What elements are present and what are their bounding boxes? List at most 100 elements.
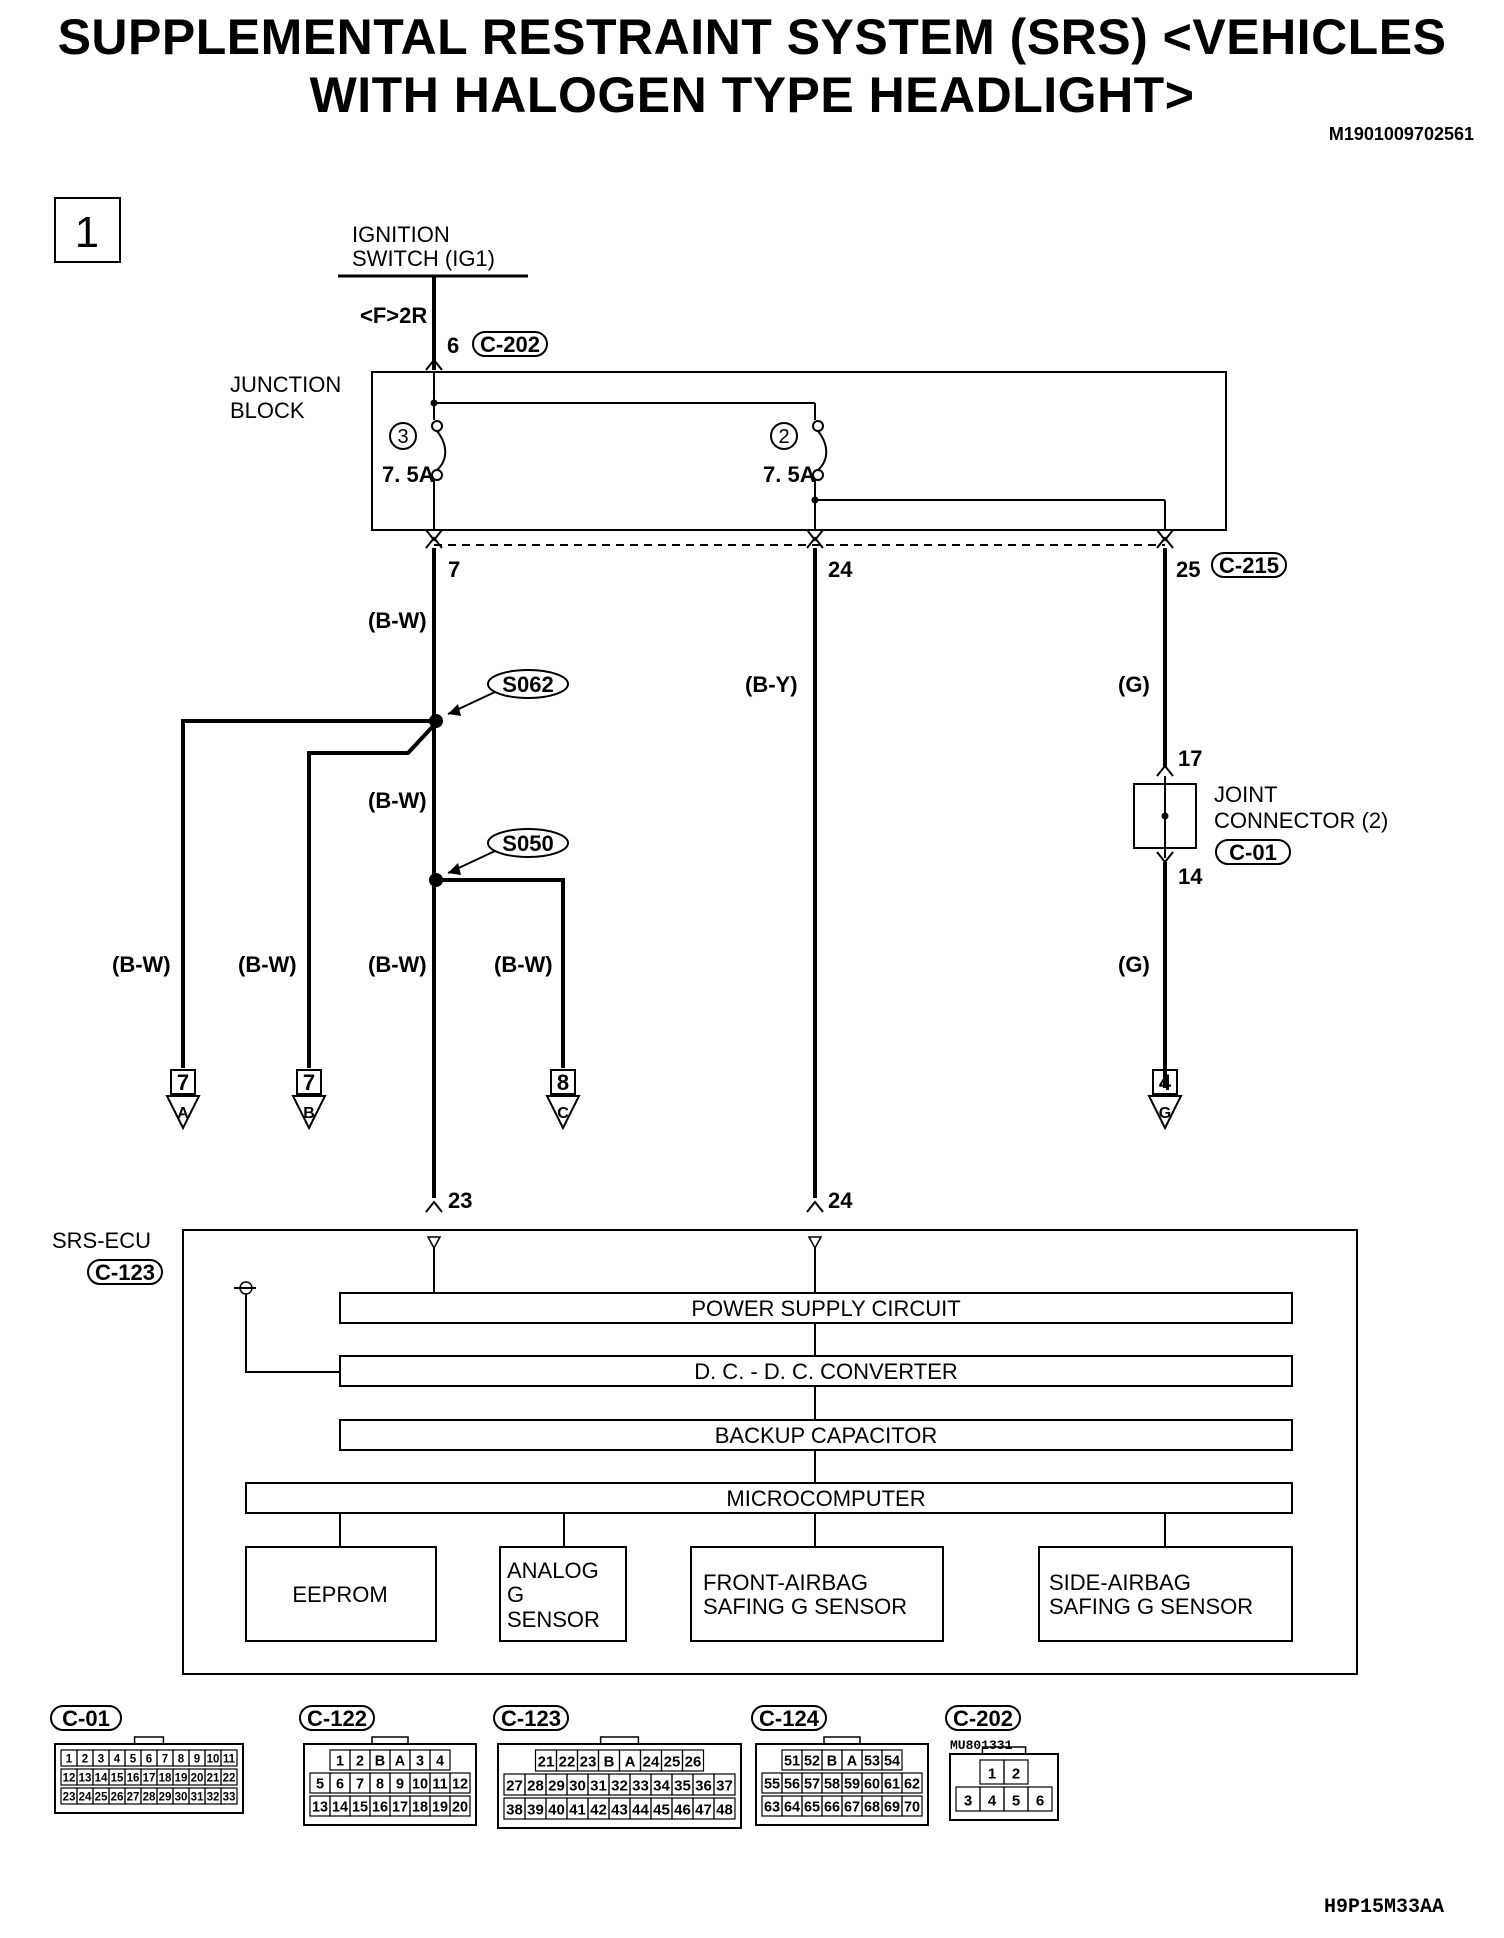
fuse-3-rating: 7. 5A: [382, 462, 435, 487]
connector-pin-label: 24: [643, 1753, 660, 1770]
svg-text:G: G: [1159, 1105, 1171, 1122]
connector-pin-label: 2: [82, 1753, 88, 1765]
connector-pin-label: 3: [98, 1753, 104, 1765]
junction-block-label-2: BLOCK: [230, 398, 305, 423]
connector-pin-label: 30: [569, 1777, 586, 1794]
pin-24-top-label: 24: [828, 557, 853, 582]
connector-pin-label: 65: [804, 1800, 820, 1816]
ignition-label-1: IGNITION: [352, 222, 450, 247]
connector-latch: [981, 1746, 1027, 1755]
analog-g-sensor-block: [499, 1546, 627, 1642]
connector-pin-label: 69: [884, 1800, 900, 1816]
ecu-pin-24-mark: [806, 1200, 824, 1213]
ecu-input-23: [426, 1236, 442, 1250]
connector-pin-label: 31: [191, 1791, 204, 1803]
page-title: SUPPLEMENTAL RESTRAINT SYSTEM (SRS) <VEH…: [0, 8, 1504, 124]
connector-pin-label: 33: [632, 1777, 649, 1794]
connector-pin-label: 25: [95, 1791, 108, 1803]
connector-pin-label: 13: [79, 1772, 92, 1784]
s062-arrow: [448, 704, 461, 716]
joint-pin-17: 17: [1178, 746, 1202, 771]
connector-pin-label: 42: [590, 1801, 607, 1818]
connector-pin-label: 51: [784, 1754, 800, 1770]
connector-cavity: [713, 1797, 736, 1820]
connector-view-label: C-122: [307, 1706, 367, 1731]
svg-text:S050: S050: [502, 831, 553, 856]
joint-pin-14: 14: [1178, 864, 1203, 889]
wire-label-g-1: (G): [1118, 672, 1150, 697]
section-number: 1: [75, 208, 99, 257]
connector-pin-label: 28: [527, 1777, 544, 1794]
connector-cavity: [429, 1749, 451, 1771]
connector-pin-label: 64: [784, 1800, 800, 1816]
pin-7-label: 7: [448, 557, 460, 582]
connector-pin-label: 43: [611, 1801, 628, 1818]
connector-view-label: C-124: [759, 1706, 820, 1731]
connector-pin-label: B: [604, 1753, 615, 1770]
connector-pin-label: 55: [764, 1777, 780, 1793]
connector-pin-label: 16: [372, 1800, 388, 1816]
connector-pin-label: 45: [653, 1801, 670, 1818]
eeprom-label: EEPROM: [292, 1582, 387, 1607]
connector-pin-label: 48: [716, 1801, 733, 1818]
connector-pin-label: 18: [412, 1800, 428, 1816]
connector-pin-label: 16: [127, 1772, 140, 1784]
connector-mark-6: [425, 358, 443, 371]
side-label-2: SAFING G SENSOR: [1049, 1594, 1253, 1619]
fuse-2: 2 7. 5A: [763, 420, 828, 487]
terminal-c: 8 C: [545, 1069, 581, 1131]
connector-pin-label: 9: [194, 1753, 200, 1765]
pin-6-label: 6: [447, 333, 459, 358]
connector-pin-label: 66: [824, 1800, 840, 1816]
connector-cavity: [713, 1773, 736, 1796]
ign-pin-label: <F>2R: [360, 303, 427, 328]
connector-pin-label: 4: [114, 1753, 121, 1765]
s050-arrow: [448, 863, 461, 875]
connector-pin-label: 4: [436, 1754, 444, 1770]
connector-cavity: [901, 1795, 923, 1817]
wire-label-bw-1: (B-W): [368, 608, 427, 633]
wire-to-terminal-c: [436, 878, 565, 1068]
wire-label-bw-3: (B-W): [368, 952, 427, 977]
connector-pin-label: 23: [63, 1791, 76, 1803]
svg-text:8: 8: [557, 1070, 569, 1095]
connector-cavity: [220, 1787, 238, 1805]
connector-pin-label: 40: [548, 1801, 565, 1818]
connector-latch: [371, 1736, 409, 1745]
connector-cavity: [901, 1772, 923, 1794]
connector-pin-label: 10: [207, 1753, 220, 1765]
joint-label-2: CONNECTOR (2): [1214, 808, 1388, 833]
connector-pin-label: 7: [162, 1753, 168, 1765]
ecu-label: SRS-ECU: [52, 1228, 151, 1253]
connector-pin-label: 1: [988, 1766, 996, 1783]
connector-pin-label: 2: [356, 1754, 364, 1770]
connector-pin-label: 63: [764, 1800, 780, 1816]
connector-pin-label: 57: [804, 1777, 820, 1793]
front-airbag-sensor-block: [690, 1546, 944, 1642]
backup-label: BACKUP CAPACITOR: [715, 1423, 938, 1448]
connector-pin-label: 17: [143, 1772, 156, 1784]
connector-pin-label: 38: [506, 1801, 523, 1818]
connector-pin-label: 25: [664, 1753, 681, 1770]
connector-pin-label: 24: [79, 1791, 92, 1803]
connector-cavity: [1003, 1759, 1029, 1785]
connector-view-label: C-01: [62, 1706, 110, 1731]
connector-pin-label: 32: [207, 1791, 220, 1803]
connector-cavity: [881, 1749, 903, 1771]
connector-pin-label: 52: [804, 1754, 820, 1770]
splice-s062-tag: S062: [487, 669, 569, 699]
connector-pin-label: 31: [590, 1777, 607, 1794]
connector-pin-label: 46: [674, 1801, 691, 1818]
connector-pin-label: 26: [111, 1791, 124, 1803]
connector-latch: [133, 1736, 165, 1745]
splice-s050-tag: S050: [487, 828, 569, 858]
connector-pin-label: 67: [844, 1800, 860, 1816]
wire-to-terminal-b: [307, 721, 438, 1068]
connector-pin-label: 6: [1036, 1793, 1044, 1810]
pin-mark-7b: [425, 536, 443, 549]
connector-view-label: C-123: [501, 1706, 561, 1731]
pin-mark-7: [425, 529, 443, 542]
